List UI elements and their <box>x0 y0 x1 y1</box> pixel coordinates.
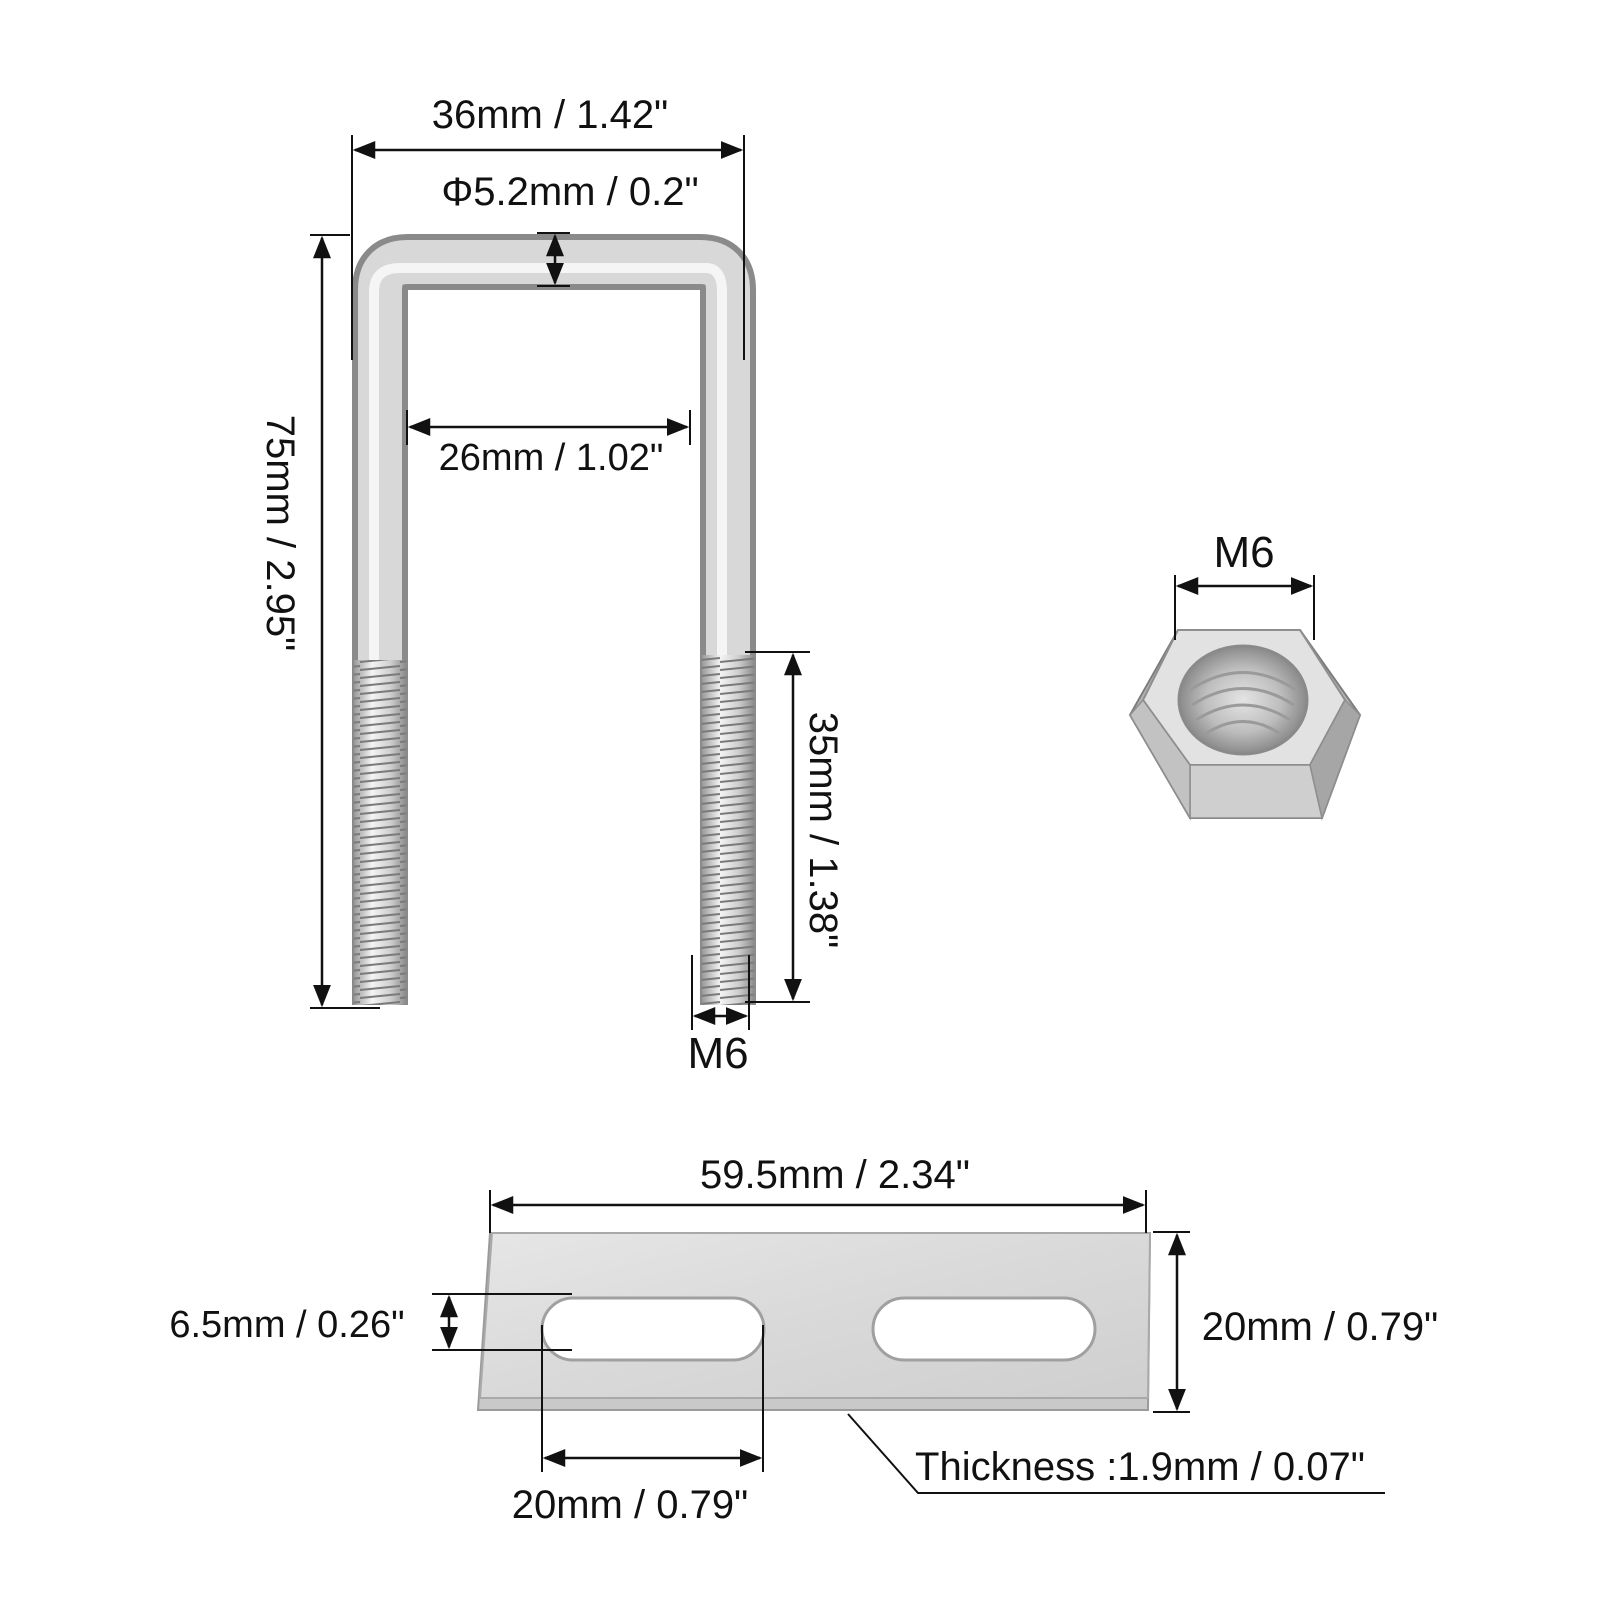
hex-nut-hole <box>1177 644 1309 756</box>
plate-width-dimension <box>1153 1231 1190 1413</box>
length-dimension <box>310 234 380 1009</box>
u-bolt-width-label: 36mm / 1.42" <box>432 93 669 137</box>
thread-length-label: 35mm / 1.38" <box>801 712 845 949</box>
thread-size-label: M6 <box>687 1029 748 1078</box>
slot-width-dimension <box>432 1293 572 1351</box>
plate-slot-left <box>540 1296 766 1362</box>
rod-diameter-dimension <box>537 232 570 287</box>
plate-width-label: 20mm / 0.79" <box>1202 1305 1439 1349</box>
length-label: 75mm / 2.95" <box>258 415 302 652</box>
plate-length-dimension <box>489 1190 1147 1233</box>
thickness-label: Thickness :1.9mm / 0.07" <box>915 1445 1365 1489</box>
nut-size-label: M6 <box>1213 528 1274 577</box>
nut-size-dimension <box>1174 575 1315 640</box>
slot-length-label: 20mm / 0.79" <box>512 1483 749 1527</box>
thread-size-dimension <box>691 955 750 1030</box>
thread-length-dimension <box>745 651 810 1003</box>
hex-nut <box>1128 629 1362 821</box>
u-bolt <box>352 234 756 1005</box>
u-bolt-body <box>352 234 756 1005</box>
mounting-plate <box>476 1232 1152 1411</box>
inner-width-dimension <box>406 410 691 445</box>
u-bolt-width-dimension <box>351 135 745 360</box>
plate-slot-right <box>871 1296 1097 1362</box>
thickness-leader <box>847 1413 1385 1494</box>
slot-length-dimension <box>541 1325 764 1472</box>
plate-length-label: 59.5mm / 2.34" <box>700 1153 970 1197</box>
inner-width-label: 26mm / 1.02" <box>439 437 664 479</box>
slot-width-label: 6.5mm / 0.26" <box>169 1304 404 1346</box>
rod-diameter-label: Φ5.2mm / 0.2" <box>441 170 698 214</box>
